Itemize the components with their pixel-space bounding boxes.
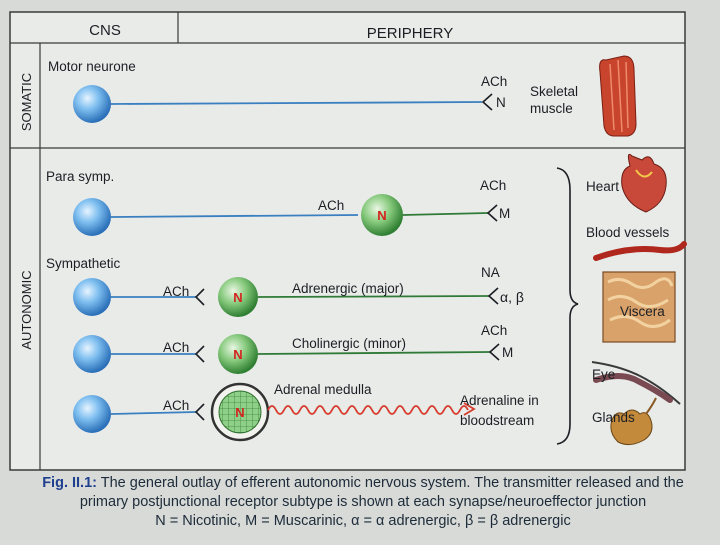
caption-text-1: The general outlay of efferent autonomic… [100, 475, 684, 491]
adrenaline-label-line1: Adrenaline in [460, 393, 539, 408]
adrenergic-post-transmitter: NA [481, 265, 500, 280]
cholinergic-ganglion-receptor: N [233, 347, 242, 362]
periphery-header: PERIPHERY [367, 25, 453, 42]
figure-caption: Fig. II.1: The general outlay of efferen… [18, 474, 708, 531]
cholinergic-ganglion [218, 334, 258, 374]
caption-line-1: Fig. II.1: The general outlay of efferen… [18, 474, 708, 493]
cholinergic-nerve-terminal [488, 343, 500, 361]
motor-nerve-terminal [481, 93, 493, 111]
motor-neuron-cell [73, 85, 111, 123]
adrenergic-receptor: α, β [500, 289, 524, 305]
heart-label: Heart [586, 179, 619, 194]
adrenaline-release-wave [267, 405, 469, 415]
adrenaline-label-line2: bloodstream [460, 413, 534, 428]
adrenal-neuron-cell [73, 395, 111, 433]
adrenal-preganglionic-fiber [110, 411, 197, 415]
eye-label: Eye [592, 367, 615, 382]
motor-transmitter: ACh [481, 74, 507, 89]
eye-illustration [591, 361, 681, 405]
heart-illustration [621, 153, 667, 213]
caption-line-2: primary postjunctional receptor subtype … [79, 494, 647, 510]
adrenaline-arrowhead [463, 402, 476, 416]
adrenergic-neuron-cell [73, 278, 111, 316]
parasympathetic-ganglion-receptor: N [377, 208, 386, 223]
cholinergic-preganglionic-terminal [194, 345, 205, 363]
motor-receptor: N [496, 95, 506, 110]
somatic-label: SOMATIC [19, 73, 34, 131]
sympathetic-label: Sympathetic [46, 256, 121, 271]
cholinergic-neuron-cell [73, 335, 111, 373]
parasympathetic-postganglionic-fiber [402, 212, 489, 216]
adrenal-medulla-label: Adrenal medulla [274, 382, 372, 397]
adrenergic-fiber-label: Adrenergic (major) [292, 281, 404, 296]
glands-label: Glands [592, 410, 635, 425]
parasympathetic-label: Para symp. [46, 169, 114, 184]
diagram-frame [9, 11, 686, 471]
cholinergic-receptor: M [502, 345, 513, 360]
adrenergic-postganglionic-fiber [257, 295, 490, 298]
parasympathetic-ganglion [361, 194, 403, 236]
viscera-illustration [602, 271, 676, 343]
adrenal-preganglionic-terminal [194, 403, 205, 421]
adrenergic-ganglion-receptor: N [233, 290, 242, 305]
cholinergic-post-transmitter: ACh [481, 323, 507, 338]
adrenergic-preganglionic-terminal [194, 288, 205, 306]
figure-number: Fig. II.1: [42, 475, 97, 491]
caption-line-3: N = Nicotinic, M = Muscarinic, α = α adr… [155, 513, 571, 529]
adrenergic-nerve-terminal [487, 287, 499, 305]
adrenergic-ganglion [218, 277, 258, 317]
adrenal-medulla-receptor: N [235, 405, 244, 420]
skeletal-muscle-illustration [599, 55, 637, 137]
parasympathetic-preganglionic-fiber [110, 214, 359, 218]
effector-brace [556, 167, 579, 445]
cholinergic-pre-transmitter: ACh [163, 340, 189, 355]
skeletal-muscle-label-line1: Skeletal [530, 84, 578, 99]
cholinergic-postganglionic-fiber [257, 351, 491, 355]
cholinergic-fiber-label: Cholinergic (minor) [292, 336, 406, 351]
adrenergic-pre-transmitter: ACh [163, 284, 189, 299]
cns-header: CNS [89, 22, 121, 39]
parasympathetic-nerve-terminal [486, 204, 498, 222]
parasympathetic-neuron-cell [73, 198, 111, 236]
autonomic-label: AUTONOMIC [19, 270, 34, 349]
motor-nerve-fiber [110, 101, 483, 105]
parasympathetic-pre-transmitter: ACh [318, 198, 344, 213]
adrenal-pre-transmitter: ACh [163, 398, 189, 413]
viscera-label: Viscera [620, 304, 665, 319]
skeletal-muscle-label-line2: muscle [530, 101, 573, 116]
parasympathetic-receptor: M [499, 206, 510, 221]
blood-vessels-label: Blood vessels [586, 225, 670, 240]
glands-illustration [610, 397, 657, 446]
adrenal-medulla-cell [218, 390, 262, 434]
blood-vessel-illustration [593, 241, 687, 261]
motor-neurone-label: Motor neurone [48, 59, 136, 74]
parasympathetic-post-transmitter: ACh [480, 178, 506, 193]
